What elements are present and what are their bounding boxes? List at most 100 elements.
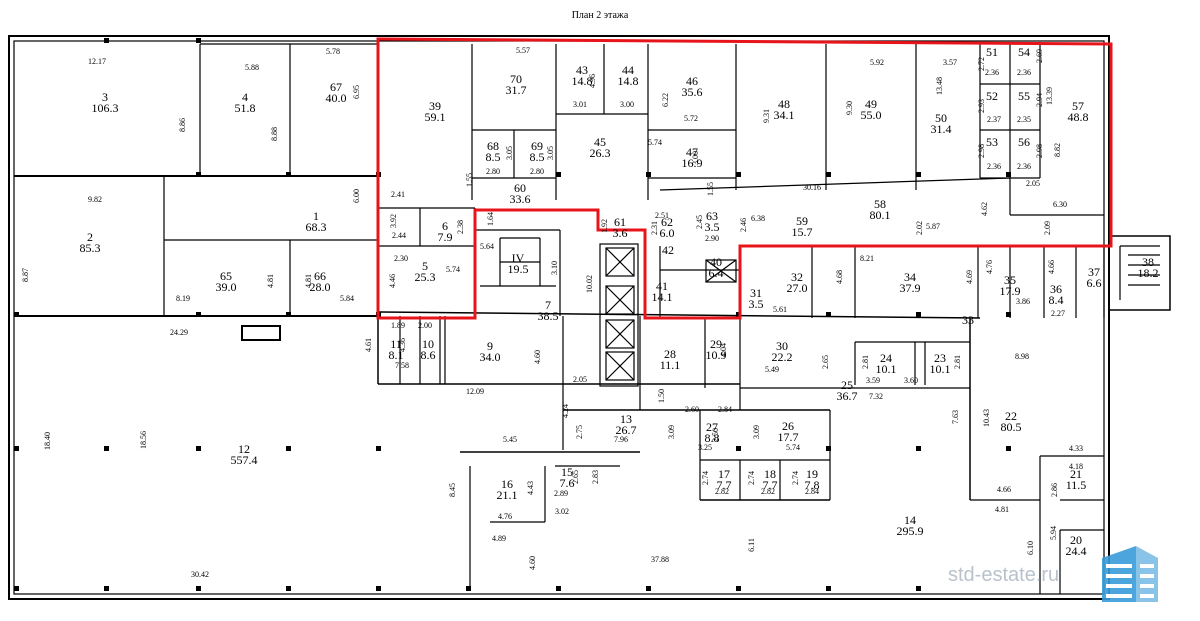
dimension-label: 2.82 [761, 487, 775, 496]
dimension-label: 4.04 [719, 343, 728, 357]
room-area: 28.0 [309, 280, 331, 294]
room-area: 8.5 [529, 150, 545, 164]
room-area: 8.5 [485, 150, 501, 164]
room-area: 295.9 [896, 524, 924, 538]
dimension-label: 6.10 [1026, 541, 1035, 555]
dimension-label: 3.59 [866, 376, 880, 385]
room-area: 26.7 [615, 423, 637, 437]
room-area: 17.9 [999, 284, 1021, 298]
dimension-label: 6.30 [1053, 200, 1067, 209]
dimension-label: 4.24 [561, 404, 570, 418]
room-number: 40 [710, 255, 722, 269]
dimension-label: 3.00 [620, 100, 634, 109]
dimension-label: 2.31 [650, 221, 659, 235]
room-area: 7.8 [804, 478, 820, 492]
dimension-label: 3.02 [555, 507, 569, 516]
dimension-label: 9.82 [88, 195, 102, 204]
room-area: 7.7 [716, 478, 732, 492]
dimension-label: 7.32 [869, 392, 883, 401]
dimension-label: 2.65 [571, 470, 580, 484]
dimension-label: 12.09 [466, 387, 484, 396]
dimension-label: 2.36 [987, 162, 1001, 171]
room-number: 53 [986, 135, 998, 149]
room-area: 68.3 [305, 220, 327, 234]
room-number: 11 [390, 337, 402, 351]
dimension-label: 2.74 [791, 471, 800, 485]
dimension-label: 5.74 [446, 265, 460, 274]
dimension-label: 1.55 [465, 173, 474, 187]
room-area: 14.1 [651, 290, 673, 304]
dimension-label: 4.62 [980, 202, 989, 216]
dimension-label: 12.17 [88, 57, 106, 66]
room-number: 61 [614, 215, 626, 229]
room-number: 16 [501, 477, 513, 491]
room-area: 8.4 [1048, 293, 1064, 307]
dimension-label: 2.38 [456, 220, 465, 234]
room-area: 34.1 [773, 108, 795, 122]
dimension-label: 9.30 [845, 101, 854, 115]
dimension-label: 2.45 [695, 215, 704, 229]
dimension-label: 5.45 [503, 435, 517, 444]
dimension-label: 30.42 [191, 570, 209, 579]
dimension-label: 4.76 [498, 512, 512, 521]
room-number: 7 [545, 298, 551, 312]
room-area: 80.1 [869, 208, 891, 222]
room-area: 33.6 [509, 192, 531, 206]
room-area: 8.1 [388, 348, 404, 362]
plan-title: План 2 этажа [571, 10, 629, 21]
room-area: 85.3 [79, 241, 101, 255]
dimension-label: 8.21 [860, 254, 874, 263]
dimension-label: 2.44 [392, 231, 406, 240]
room-area: 7.7 [762, 478, 778, 492]
room-number: 21 [1070, 467, 1082, 481]
dimension-label: 2.84 [805, 487, 819, 496]
room-area: 21.1 [496, 488, 518, 502]
dimension-label: 18.56 [139, 431, 148, 449]
room-area: 36.7 [836, 389, 858, 403]
dimension-label: 13.48 [935, 77, 944, 95]
dimension-label: 2.02 [915, 221, 924, 235]
room-area: 59.1 [424, 110, 446, 124]
dimension-label: 2.81 [953, 355, 962, 369]
room-number: 56 [1018, 135, 1030, 149]
dimension-label: 4.60 [533, 350, 542, 364]
dimension-label: 4.66 [1047, 260, 1056, 274]
room-number: 4 [242, 90, 248, 104]
room-number: 57 [1072, 99, 1084, 113]
room-area: 40.0 [325, 91, 347, 105]
watermark-text: std-estate.ru [948, 564, 1060, 586]
dimension-label: 1.92 [600, 219, 609, 233]
room-area: 51.8 [234, 101, 256, 115]
dimension-label: 18.40 [43, 432, 52, 450]
room-area: 17.7 [777, 430, 799, 444]
dimension-label: 1.50 [657, 389, 666, 403]
room-number: 65 [220, 269, 232, 283]
dimension-label: 7.63 [951, 410, 960, 424]
room-number: 28 [664, 347, 676, 361]
room-number: 5 [422, 259, 428, 273]
room-number: 30 [776, 339, 788, 353]
dimension-label: 2.81 [861, 355, 870, 369]
dimension-label: 5.57 [516, 46, 530, 55]
dimension-label: 2.90 [705, 234, 719, 243]
dimension-label: 8.86 [178, 118, 187, 132]
dimension-label: 8.88 [270, 127, 279, 141]
room-number: IV [511, 251, 525, 265]
dimension-label: 6.38 [751, 214, 765, 223]
dimension-label: 5.64 [480, 242, 494, 251]
room-area: 10.1 [929, 362, 951, 376]
dimension-label: 2.86 [1050, 483, 1059, 497]
room-number: 23 [934, 351, 946, 365]
dimension-label: 4.96 [588, 74, 597, 88]
dimension-label: 7.58 [395, 361, 409, 370]
dimension-label: 2.37 [987, 115, 1001, 124]
dimension-label: 2.41 [391, 190, 405, 199]
room-area: 8.8 [704, 431, 720, 445]
room-area: 14.8 [617, 74, 639, 88]
room-number: 41 [656, 279, 668, 293]
room-area: 80.5 [1000, 420, 1022, 434]
dimension-label: 13.39 [1045, 87, 1054, 105]
room-number: 38 [1142, 255, 1154, 269]
dimension-label: 5.74 [786, 443, 800, 452]
